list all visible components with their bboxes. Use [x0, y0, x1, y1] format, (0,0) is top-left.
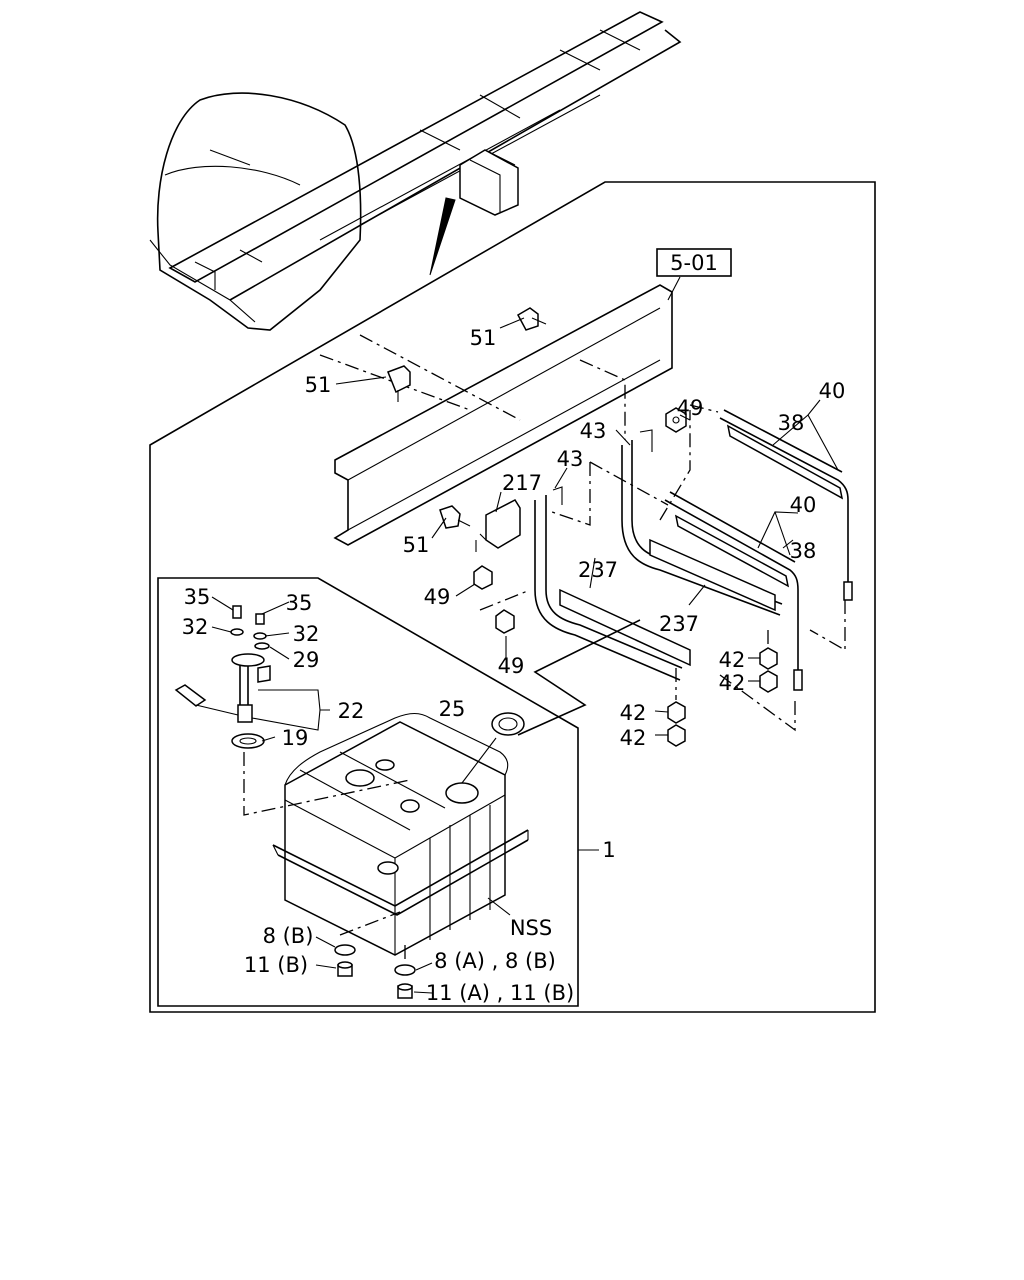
label-nss: NSS	[510, 916, 552, 940]
label-49-low: 49	[498, 654, 525, 678]
label-32-left: 32	[182, 615, 209, 639]
label-35-right: 35	[286, 591, 313, 615]
label-51-left: 51	[305, 373, 332, 397]
label-217: 217	[502, 471, 542, 495]
label-8b: 8 (B)	[263, 924, 314, 948]
label-237-rear: 237	[659, 612, 699, 636]
strap-43-front	[534, 486, 683, 681]
label-22: 22	[338, 699, 365, 723]
label-19: 19	[282, 726, 309, 750]
tank-sub-border	[157, 577, 579, 1007]
label-49-top: 49	[677, 396, 704, 420]
label-38-lower: 38	[790, 539, 817, 563]
label-11b: 11 (B)	[244, 953, 308, 977]
frame-rail	[319, 284, 673, 546]
label-11a-11b: 11 (A) , 11 (B)	[426, 981, 574, 1005]
label-32-right: 32	[293, 622, 320, 646]
label-42-d: 42	[620, 726, 647, 750]
nut-42-c	[667, 701, 686, 724]
ref-box-label: 5-01	[670, 251, 718, 275]
nut-42-a	[759, 647, 778, 670]
nut-49-mid	[473, 565, 493, 590]
fuel-tank	[272, 712, 529, 956]
label-42-c: 42	[620, 701, 647, 725]
bolt-51-bottom	[439, 505, 471, 529]
rod-40-lower	[664, 491, 803, 691]
label-40-lower: 40	[790, 493, 817, 517]
ref-box	[656, 248, 732, 277]
label-43-front: 43	[557, 447, 584, 471]
label-237-front: 237	[578, 558, 618, 582]
label-42-a: 42	[719, 648, 746, 672]
rod-40-upper	[719, 409, 853, 601]
drain-plug-left	[334, 944, 356, 977]
label-8a-8b: 8 (A) , 8 (B)	[434, 949, 556, 973]
bolt-51-top	[516, 307, 547, 331]
label-42-b: 42	[719, 671, 746, 695]
label-35-left: 35	[184, 585, 211, 609]
nut-42-b	[759, 670, 778, 693]
nut-49-top	[665, 407, 687, 433]
leader-lines	[211, 317, 839, 994]
label-49-mid: 49	[424, 585, 451, 609]
label-51-bottom: 51	[403, 533, 430, 557]
label-51-top: 51	[470, 326, 497, 350]
label-43-rear: 43	[580, 419, 607, 443]
label-29: 29	[293, 648, 320, 672]
label-40-upper: 40	[819, 379, 846, 403]
nut-49-low	[495, 609, 515, 634]
bracket-217	[475, 499, 521, 552]
label-25: 25	[439, 697, 466, 721]
truck-overview	[149, 11, 682, 331]
drain-plug-right	[394, 964, 416, 999]
main-frame-border	[149, 181, 876, 1013]
nut-42-d	[667, 724, 686, 747]
label-1: 1	[602, 838, 615, 862]
label-38-upper: 38	[778, 411, 805, 435]
bolt-51-left	[387, 365, 411, 402]
filler-cap-25	[491, 712, 525, 736]
